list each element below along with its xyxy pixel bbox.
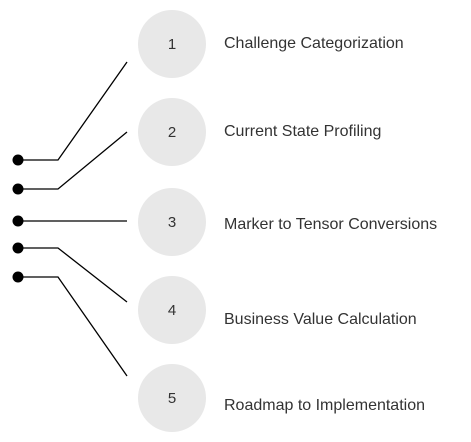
step-circle-3: 3 — [138, 188, 206, 256]
connector-line-1 — [18, 61, 128, 161]
step-number-5: 5 — [167, 389, 177, 407]
step-circle-1: 1 — [138, 10, 206, 78]
step-number-4: 4 — [167, 301, 177, 319]
connector-dot-5 — [12, 271, 24, 283]
step-number-3: 3 — [167, 213, 177, 231]
connector-dot-2 — [12, 183, 24, 195]
step-number-2: 2 — [167, 123, 177, 141]
connector-paths — [18, 61, 128, 377]
connector-line-2 — [18, 131, 128, 190]
step-label-3: Marker to Tensor Conversions — [224, 216, 438, 233]
connector-dot-4 — [12, 242, 24, 254]
step-label-1: Challenge Categorization — [224, 35, 404, 52]
step-circle-2: 2 — [138, 98, 206, 166]
connector-line-4 — [18, 247, 128, 303]
step-label-2: Current State Profiling — [224, 123, 382, 140]
step-label-5: Roadmap to Implementation — [224, 397, 425, 414]
step-label-4: Business Value Calculation — [224, 311, 417, 328]
step-circle-5: 5 — [138, 364, 206, 432]
connector-dot-3 — [12, 215, 24, 227]
connector-dot-1 — [12, 154, 24, 166]
step-number-1: 1 — [167, 35, 177, 53]
step-circle-4: 4 — [138, 276, 206, 344]
connector-dots — [12, 154, 24, 283]
connector-line-5 — [18, 276, 128, 377]
